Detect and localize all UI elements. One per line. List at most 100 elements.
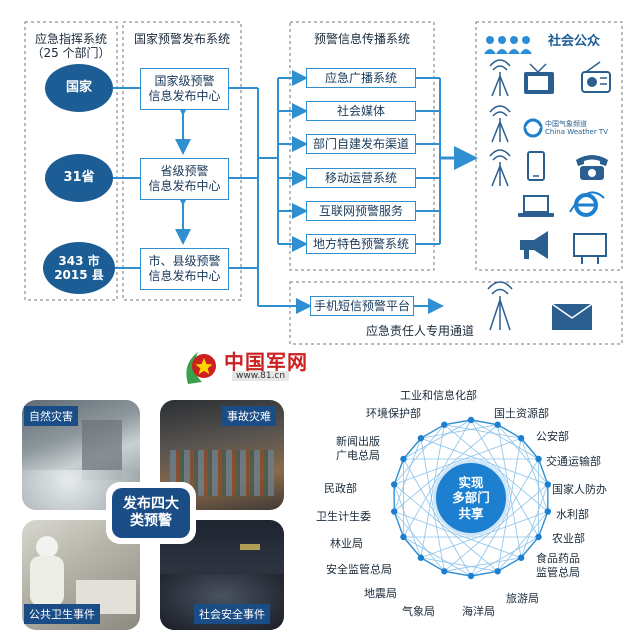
release-system-title: 国家预警发布系统	[133, 32, 230, 46]
network-link	[470, 458, 539, 577]
network-node	[400, 455, 407, 463]
dept-press-publication: 新闻出版 广电总局	[336, 435, 380, 463]
network-link	[393, 424, 445, 485]
city-center-line2: 信息发布中心	[148, 269, 221, 283]
network-link	[520, 484, 549, 558]
dept-tourism: 旅游局	[506, 592, 539, 605]
network-link	[403, 536, 472, 577]
dept-press-line1: 新闻出版	[336, 435, 380, 448]
dept-civil-air-defense: 国家人防办	[552, 483, 607, 496]
city-count: 343 市	[58, 253, 100, 268]
network-node	[517, 435, 525, 442]
network-link	[394, 511, 522, 559]
network-link	[444, 419, 472, 426]
channel-social-media: 社会媒体	[306, 101, 416, 121]
network-node	[494, 421, 501, 428]
network-link	[497, 424, 522, 558]
network-link	[537, 511, 549, 538]
network-link	[444, 484, 549, 572]
network-link	[444, 424, 549, 512]
broadcast-system-border	[289, 21, 435, 271]
dept-land-resources: 国土资源部	[494, 407, 549, 420]
cmd-system-title-text: 应急指挥系统	[34, 32, 107, 46]
dept-earthquake: 地震局	[364, 587, 397, 600]
dept-environment: 环境保护部	[366, 407, 421, 420]
sharing-network-graph	[390, 416, 552, 580]
weather-tv-text: 中国气象频道 China Weather TV	[545, 120, 608, 136]
dept-work-safety: 安全监管总局	[326, 563, 392, 576]
network-link	[420, 424, 445, 558]
network-link	[444, 570, 472, 577]
level-circle-city-county: 343 市 2015 县	[43, 242, 115, 294]
network-link	[420, 557, 445, 572]
county-count: 2015 县	[54, 268, 104, 282]
network-link	[497, 511, 549, 572]
network-link	[402, 437, 422, 460]
dept-press-line2: 广电总局	[336, 448, 380, 462]
sms-channel-label: 应急责任人专用通道	[365, 324, 474, 338]
city-county-release-center: 市、县级预警 信息发布中心	[140, 248, 229, 290]
network-link	[470, 419, 498, 426]
broadcast-system-title: 预警信息传播系统	[313, 32, 410, 46]
dept-miit: 工业和信息化部	[400, 389, 477, 402]
network-node	[400, 533, 407, 541]
dept-public-security: 公安部	[536, 430, 569, 443]
warning-center-line2: 类预警	[130, 513, 172, 529]
network-link	[393, 511, 445, 572]
network-link	[497, 438, 522, 572]
network-link	[420, 438, 445, 572]
network-link	[403, 458, 472, 577]
dept-meteorology: 气象局	[402, 605, 435, 618]
network-link	[520, 438, 549, 512]
network-link	[420, 424, 498, 439]
network-node	[441, 421, 448, 428]
sms-border	[289, 281, 623, 345]
logo-url: www.81.cn	[232, 371, 290, 381]
public-border	[475, 21, 623, 271]
logo-emblem-icon	[186, 352, 216, 384]
network-link	[444, 424, 522, 439]
province-center-line1: 省级预警	[160, 164, 209, 178]
network-link	[497, 424, 549, 485]
logo-name: 中国军网	[224, 350, 308, 374]
network-link	[470, 419, 539, 460]
network-link	[393, 511, 405, 538]
network-node	[517, 554, 525, 561]
province-release-center: 省级预警 信息发布中心	[140, 158, 229, 200]
network-node	[390, 481, 398, 488]
channel-emergency-broadcast: 应急广播系统	[306, 68, 416, 88]
dept-transport: 交通运输部	[546, 455, 601, 468]
network-node	[417, 554, 425, 561]
city-center-line1: 市、县级预警	[148, 254, 221, 268]
network-node	[467, 572, 475, 580]
cmd-system-border	[24, 21, 118, 301]
network-link	[393, 438, 422, 512]
dept-agriculture: 农业部	[552, 532, 585, 545]
national-center-line1: 国家级预警	[154, 74, 215, 88]
network-link	[470, 536, 539, 577]
level-circle-province: 31省	[45, 154, 113, 202]
network-link	[420, 557, 498, 572]
network-link	[520, 437, 540, 460]
network-link	[420, 511, 548, 559]
warning-type-accident: 事故灾难	[222, 406, 276, 426]
network-link	[497, 424, 522, 439]
sms-platform: 手机短信预警平台	[310, 296, 414, 316]
logo: 中国军网 www.81.cn	[180, 344, 330, 390]
network-link	[420, 424, 445, 439]
network-link	[403, 419, 472, 460]
network-node	[390, 508, 398, 515]
channel-mobile-operator: 移动运营系统	[306, 168, 416, 188]
network-link	[520, 536, 540, 559]
weather-tv-en: China Weather TV	[545, 127, 608, 136]
dept-civil-affairs: 民政部	[324, 482, 357, 495]
sharing-network-panel: 实现 多部门 共享 工业和信息化部 国土资源部 公安部 交通运输部 国家人防办 …	[300, 380, 640, 640]
warning-type-health: 公共卫生事件	[24, 604, 100, 624]
warning-center-line1: 发布四大	[123, 495, 179, 512]
network-link	[420, 437, 548, 485]
network-link	[470, 419, 539, 538]
sharing-center: 实现 多部门 共享	[433, 460, 509, 536]
dept-health: 卫生计生委	[316, 510, 371, 523]
cmd-system-subtitle: （25 个部门）	[31, 46, 111, 61]
network-node	[544, 508, 552, 515]
